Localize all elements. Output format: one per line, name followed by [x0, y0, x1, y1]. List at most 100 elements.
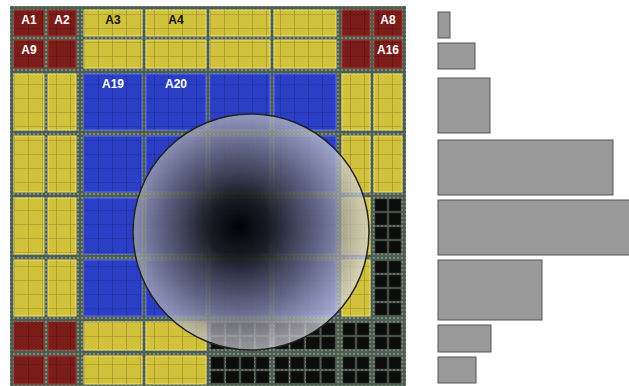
tile-texture: [374, 40, 402, 68]
labelled-tile: A1: [14, 10, 44, 36]
tile-texture: [210, 10, 270, 36]
substrate: [10, 6, 406, 386]
tile-texture: [374, 10, 402, 36]
tile-texture: [84, 260, 142, 316]
die-tile: [374, 40, 402, 68]
dark-subtile: [389, 261, 401, 273]
dark-subtile: [375, 275, 387, 287]
dark-subtile: [322, 371, 336, 383]
die-tile: [374, 10, 402, 36]
dark-subtile: [389, 289, 401, 301]
tile-texture: [14, 322, 44, 350]
tile-label: A3: [105, 14, 120, 26]
die-tile: [146, 74, 206, 130]
die-tile: [342, 40, 370, 68]
die-tile: [14, 40, 44, 68]
dark-subtile: [375, 199, 387, 211]
dark-subtile: [375, 241, 387, 253]
dark-subtile: [375, 323, 387, 335]
tile-texture: [342, 10, 370, 36]
die-tile: [146, 356, 206, 384]
tile-label: A4: [168, 14, 183, 26]
dark-subtile: [389, 371, 401, 383]
dark-subtile: [343, 323, 355, 335]
die-tile: [48, 10, 76, 36]
die-tile: [342, 74, 370, 130]
tile-texture: [374, 136, 402, 192]
dark-subtile: [389, 337, 401, 349]
tile-texture: [48, 136, 76, 192]
tile-label: A2: [54, 14, 69, 26]
dark-subtile: [357, 371, 369, 383]
labelled-tile: A8: [374, 10, 402, 36]
dark-subtile: [343, 357, 355, 369]
labelled-tile: A19: [84, 74, 142, 130]
tile-texture: [146, 40, 206, 68]
die-tile: [146, 10, 206, 36]
die-tile: [14, 74, 44, 130]
tile-texture: [48, 260, 76, 316]
dark-subtile: [375, 289, 387, 301]
tile-texture: [274, 10, 336, 36]
die-tile: [48, 356, 76, 384]
dark-subtile: [291, 357, 305, 369]
dark-subtile: [211, 371, 224, 383]
tile-texture: [84, 40, 142, 68]
tile-texture: [14, 356, 44, 384]
die-tile: [14, 10, 44, 36]
die-tile: [84, 10, 142, 36]
tile-label: A19: [102, 78, 124, 90]
histogram-bar: [438, 200, 629, 255]
tile-texture: [48, 40, 76, 68]
tile-label: A1: [21, 14, 36, 26]
dark-subtile: [357, 337, 369, 349]
histogram-bar: [438, 357, 476, 383]
dark-subtile: [275, 357, 289, 369]
dark-subtile: [375, 371, 387, 383]
tile-texture: [274, 40, 336, 68]
dark-subtile: [343, 337, 355, 349]
tile-texture: [14, 10, 44, 36]
dark-subtile: [322, 357, 336, 369]
die-tile: [14, 322, 44, 350]
tile-texture: [84, 136, 142, 192]
die-tile: [374, 74, 402, 130]
dark-subtile: [306, 337, 320, 349]
tile-texture: [146, 74, 206, 130]
labelled-tile: A20: [146, 74, 206, 130]
dark-subtile: [226, 371, 239, 383]
tile-texture: [84, 10, 142, 36]
tile-texture: [210, 40, 270, 68]
dark-subtile: [389, 357, 401, 369]
dark-subtile: [375, 261, 387, 273]
histogram-bar: [438, 325, 491, 352]
dark-subtile: [256, 371, 269, 383]
dark-subtile: [389, 199, 401, 211]
dark-subtile: [211, 357, 224, 369]
die-tile: [48, 260, 76, 316]
die-tile: [48, 40, 76, 68]
histogram-bar: [438, 12, 450, 38]
die-tile: [84, 356, 142, 384]
dark-subtile: [389, 323, 401, 335]
dark-subtile: [375, 213, 387, 225]
tile-texture: [374, 74, 402, 130]
labelled-tile: A4: [146, 10, 206, 36]
die-tile: [84, 40, 142, 68]
die-tile: [14, 260, 44, 316]
tile-texture: [14, 40, 44, 68]
histogram-bar: [438, 78, 490, 133]
die-tile: [342, 10, 370, 36]
die-tile: [14, 198, 44, 254]
tile-texture: [84, 74, 142, 130]
tile-label: A9: [21, 44, 36, 56]
dark-subtile: [375, 337, 387, 349]
dark-subtile: [389, 213, 401, 225]
tile-texture: [48, 10, 76, 36]
dark-subtile: [357, 357, 369, 369]
dark-subtile: [291, 371, 305, 383]
die-tile: [146, 40, 206, 68]
dark-subtile: [322, 337, 336, 349]
